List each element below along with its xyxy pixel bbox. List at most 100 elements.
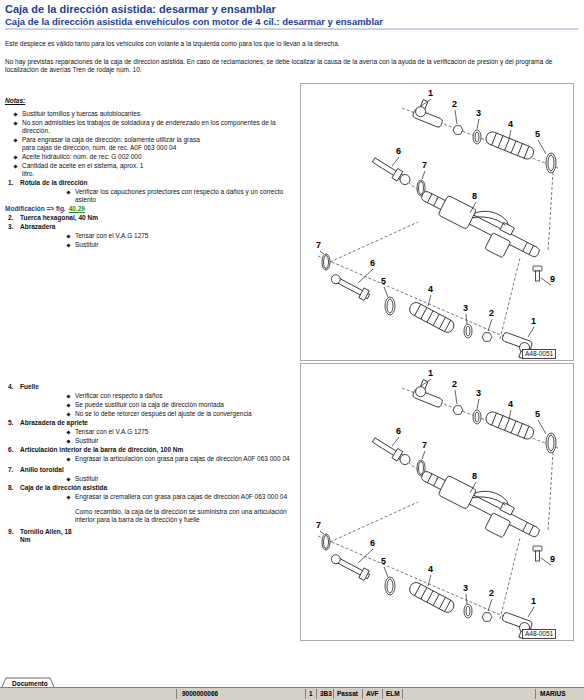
item-heading: 3. — [8, 223, 13, 231]
callout-number: 9 — [550, 554, 555, 564]
note-text: Sustituir — [75, 437, 98, 445]
status-field: 3B3 — [320, 690, 332, 698]
bullet-marker — [66, 477, 70, 481]
item-heading: 5. — [8, 419, 13, 427]
callout-number: 7 — [422, 440, 427, 450]
figure-id: A48-0051 — [522, 629, 556, 639]
bullet-marker — [13, 138, 17, 142]
note-text: Tensar con el V.A.G 1275 — [75, 232, 148, 240]
item-heading: 8. — [8, 484, 13, 492]
callout-number: 1 — [531, 596, 536, 606]
status-dividers — [177, 689, 536, 699]
note-text: Como recambio, la caja de la dirección s… — [75, 508, 293, 524]
notes-heading: Notas: — [5, 97, 25, 105]
note-text: No se lo debe retorcer después del ajust… — [75, 410, 293, 418]
reference-text: Modificación => fig. — [5, 205, 66, 213]
item-heading: 4. — [8, 383, 13, 391]
note-text: Sustituir — [75, 241, 98, 249]
bullet-marker — [66, 403, 70, 407]
note-text: Engrasar la articulación con grasa para … — [75, 455, 293, 463]
callout-number: 2 — [489, 588, 494, 598]
bullet-marker — [66, 243, 70, 247]
callout-number: 1 — [531, 316, 536, 326]
bullet-marker — [13, 121, 17, 125]
item-heading: Abrazadera — [20, 223, 55, 231]
status-field: ELM — [386, 690, 400, 698]
document-tab — [2, 678, 54, 687]
note-text: Verificar con respecto a daños — [75, 392, 293, 400]
steering-rack-drawing — [318, 98, 558, 360]
header-rule — [5, 29, 579, 30]
callout-number: 2 — [452, 99, 457, 109]
item-heading: 9. — [8, 528, 13, 536]
status-field: 1 — [309, 690, 313, 698]
callout-number: 5 — [381, 276, 386, 286]
figure-id: A48-0051 — [522, 349, 556, 359]
status-field: AVF — [366, 690, 379, 698]
callout-number: 5 — [381, 556, 386, 566]
note-text: Engrasar la cremallera con grasa para ca… — [75, 493, 293, 501]
page-subtitle: Caja de la dirección asistida envehículo… — [5, 16, 383, 27]
status-field: Passat — [337, 690, 358, 698]
bullet-marker — [13, 155, 17, 159]
status-field: MARIUS — [540, 690, 566, 698]
note-text: Verificar los capuchones protectores con… — [75, 188, 293, 204]
note-text: Se puede sustituir con la caja de direcc… — [75, 401, 293, 409]
callout-number: 6 — [370, 538, 375, 548]
item-heading: Caja de la dirección asistida — [20, 484, 107, 492]
page-title: Caja de la dirección asistida: desarmar … — [5, 3, 276, 16]
callout-number: 1 — [428, 368, 433, 378]
callout-number: 3 — [476, 108, 481, 118]
bullet-marker — [13, 164, 17, 168]
note-text: Cantidad de aceite en el sistema, aprox.… — [22, 162, 152, 178]
callout-number: 9 — [550, 274, 555, 284]
status-bar — [0, 687, 584, 700]
callout-number: 5 — [535, 409, 540, 419]
item-heading: 2. — [8, 214, 13, 222]
callout-number: 4 — [508, 119, 513, 129]
callout-number: 6 — [396, 146, 401, 156]
callout-number: 7 — [422, 160, 427, 170]
item-heading: 7. — [8, 466, 13, 474]
bullet-marker — [13, 112, 17, 116]
callout-number: 3 — [463, 303, 468, 313]
callout-number: 7 — [316, 240, 321, 250]
bullet-marker — [66, 457, 70, 461]
callout-number: 8 — [472, 191, 477, 201]
bullet-marker — [66, 439, 70, 443]
status-field: Documento — [12, 680, 48, 688]
status-rule — [0, 687, 584, 688]
callout-number: 1 — [428, 88, 433, 98]
note-text: Sustituir — [75, 475, 98, 483]
callout-number: 4 — [428, 564, 433, 574]
callout-number: 4 — [428, 284, 433, 294]
note-text: Aceite hidráulico: núm. de rec: G 002 00… — [22, 153, 292, 161]
item-heading: 1. — [8, 179, 13, 187]
figure-frame — [301, 84, 574, 361]
steering-rack-drawing — [318, 378, 558, 640]
note-text: No son admisibles los trabajos de soldad… — [22, 119, 292, 135]
callout-number: 4 — [508, 399, 513, 409]
note-text: No hay previstas reparaciones de la caja… — [5, 58, 575, 74]
callout-number: 3 — [463, 583, 468, 593]
figure-frame — [301, 364, 574, 641]
item-heading: Anillo toroidal — [20, 466, 64, 474]
bullet-marker — [66, 430, 70, 434]
note-text: Para engrasar la caja de dirección: sola… — [22, 136, 202, 152]
bullet-marker — [66, 234, 70, 238]
callout-number: 3 — [476, 388, 481, 398]
figure-link: 40.29 — [69, 205, 85, 213]
callout-number: 5 — [535, 129, 540, 139]
callout-number: 2 — [489, 308, 494, 318]
callout-number: 6 — [370, 258, 375, 268]
bullet-marker — [66, 412, 70, 416]
item-heading: Tuerca hexagonal, 40 Nm — [20, 214, 98, 222]
note-text: Este despiece es válido tanto para los v… — [5, 40, 340, 48]
status-field: 9000000066 — [182, 690, 218, 698]
bullet-marker — [66, 394, 70, 398]
item-heading: Abrazadera de apriete — [20, 419, 88, 427]
note-text: Sustituir tornillos y tuercas autoblocan… — [22, 110, 292, 118]
note-text: Tensar con el V.A.G 1275 — [75, 428, 148, 436]
callout-number: 7 — [316, 520, 321, 530]
